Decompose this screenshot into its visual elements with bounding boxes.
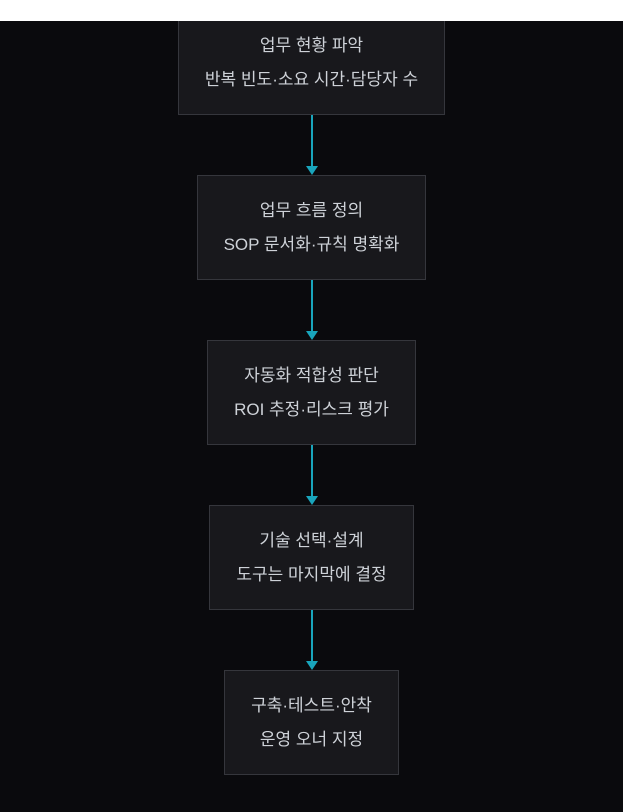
flow-step-1-box: 업무 현황 파악 반복 빈도·소요 시간·담당자 수: [177, 10, 446, 115]
flow-arrow-2: [305, 280, 318, 340]
flow-arrow-3: [305, 445, 318, 505]
flow-step-2-description: SOP 문서화·규칙 명확화: [223, 235, 400, 254]
arrow-stem: [310, 115, 313, 166]
flow-step-5-box: 구축·테스트·안착 운영 오너 지정: [224, 670, 399, 775]
flow-step-3-box: 자동화 적합성 판단 ROI 추정·리스크 평가: [207, 340, 416, 445]
flow-step-3-title: 자동화 적합성 판단: [244, 366, 379, 385]
flow-step-2-box: 업무 흐름 정의 SOP 문서화·규칙 명확화: [196, 175, 427, 280]
arrow-stem: [310, 610, 313, 661]
flow-arrow-4: [305, 610, 318, 670]
flowchart: 업무 현황 파악 반복 빈도·소요 시간·담당자 수 업무 흐름 정의 SOP …: [0, 10, 623, 775]
flow-step-5-description: 운영 오너 지정: [259, 730, 364, 749]
arrow-down-icon: [305, 661, 318, 670]
arrow-down-icon: [305, 331, 318, 340]
arrow-down-icon: [305, 166, 318, 175]
top-margin-bar: [0, 0, 623, 21]
arrow-down-icon: [305, 496, 318, 505]
flow-step-5-title: 구축·테스트·안착: [251, 696, 372, 715]
flow-arrow-1: [305, 115, 318, 175]
flow-step-4-description: 도구는 마지막에 결정: [236, 565, 387, 584]
flow-step-1-description: 반복 빈도·소요 시간·담당자 수: [204, 70, 419, 89]
arrow-stem: [310, 445, 313, 496]
arrow-stem: [310, 280, 313, 331]
flow-step-3-description: ROI 추정·리스크 평가: [234, 400, 389, 419]
flow-step-2-title: 업무 흐름 정의: [259, 201, 364, 220]
flow-step-4-title: 기술 선택·설계: [259, 531, 364, 550]
flow-step-4-box: 기술 선택·설계 도구는 마지막에 결정: [209, 505, 414, 610]
flow-step-1-title: 업무 현황 파악: [259, 36, 364, 55]
